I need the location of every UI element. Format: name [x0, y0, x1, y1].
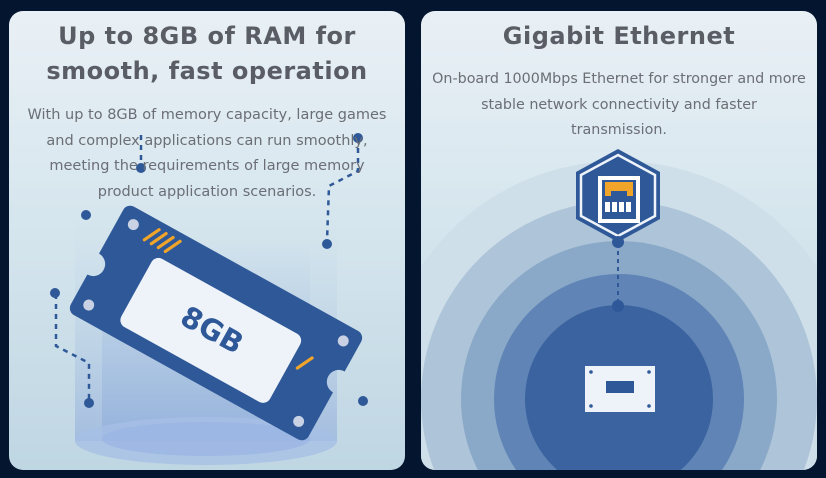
ram-card-description: With up to 8GB of memory capacity, large… — [27, 107, 387, 200]
circuit-dots-decoration — [50, 133, 368, 408]
connector-line-decoration — [612, 236, 624, 312]
ram-title-line-2: smooth, fast operation — [46, 57, 368, 85]
ethernet-illustration — [576, 149, 660, 412]
ethernet-port-icon — [576, 149, 660, 242]
gold-contacts-decoration — [142, 228, 314, 370]
ram-card-title: Up to 8GB of RAM for smooth, fast operat… — [9, 19, 405, 89]
network-card-icon — [585, 366, 655, 412]
ethernet-card-title: Gigabit Ethernet — [502, 22, 736, 50]
concentric-rings-decoration — [421, 161, 817, 470]
circuit-lines-decoration — [54, 135, 360, 404]
ram-illustration: 8GB — [50, 133, 368, 441]
ram-module-icon: 8GB — [69, 205, 363, 441]
ram-feature-card: Up to 8GB of RAM for smooth, fast operat… — [9, 11, 405, 470]
ethernet-feature-card: Gigabit Ethernet On-board 1000Mbps Ether… — [421, 11, 817, 470]
ethernet-card-description: On-board 1000Mbps Ethernet for stronger … — [432, 71, 806, 138]
ram-title-line-1: Up to 8GB of RAM for — [58, 22, 356, 50]
